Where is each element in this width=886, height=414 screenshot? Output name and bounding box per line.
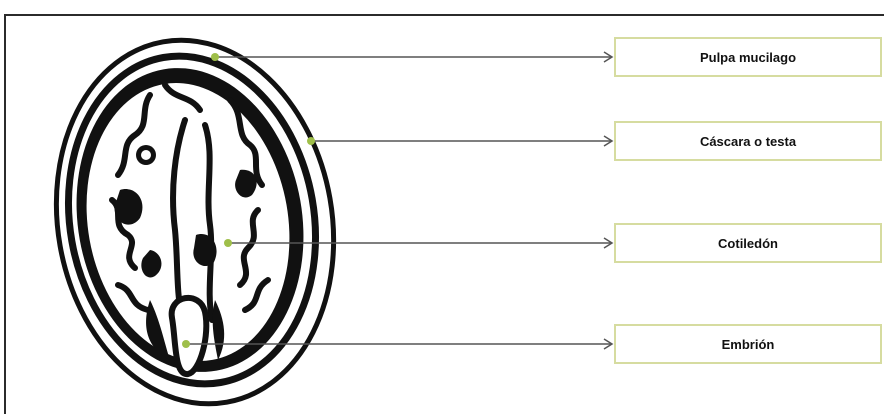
embryo-shape [172, 298, 207, 374]
label-pulpa: Pulpa mucilago [614, 37, 882, 77]
pointer-dot-cotiledon [224, 239, 232, 247]
label-cascara: Cáscara o testa [614, 121, 882, 161]
pointer-dot-embrion [182, 340, 190, 348]
label-cotiledon: Cotiledón [614, 223, 882, 263]
cotyledon-hole [141, 150, 151, 160]
arrow-heads [604, 52, 612, 349]
pointer-dot-cascara [307, 137, 315, 145]
pointer-dot-pulpa [211, 53, 219, 61]
label-embrion: Embrión [614, 324, 882, 364]
